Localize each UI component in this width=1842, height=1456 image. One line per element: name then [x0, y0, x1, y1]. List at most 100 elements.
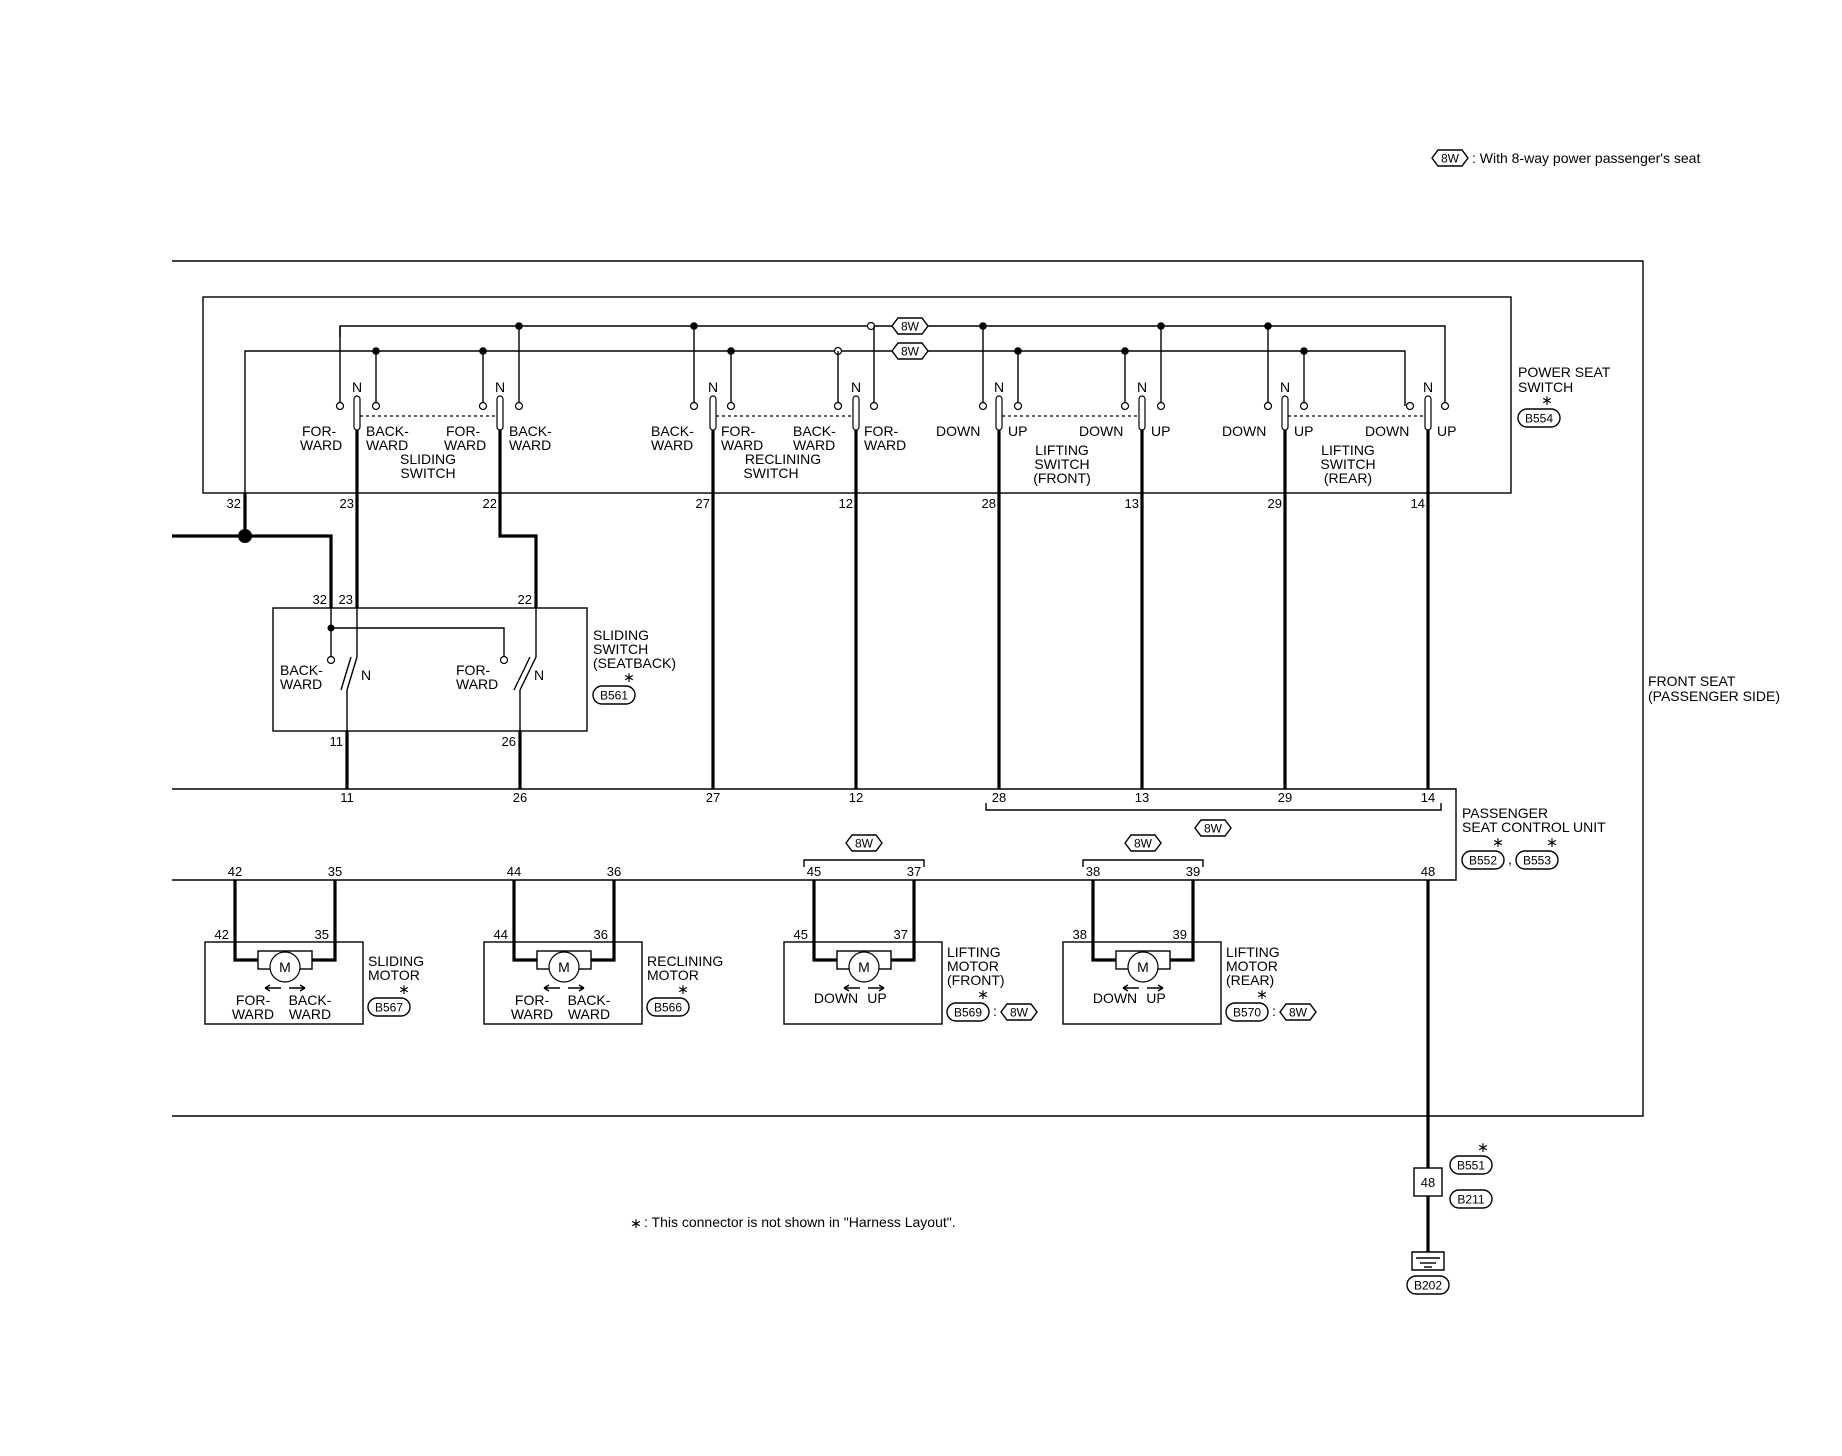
legend-tag: 8W	[1441, 152, 1460, 166]
connector-pill	[1461, 850, 1505, 870]
svg-text:SEAT CONTROL UNIT: SEAT CONTROL UNIT	[1462, 819, 1606, 835]
legend-text: : With 8-way power passenger's seat	[1472, 150, 1700, 166]
svg-text:8W: 8W	[1289, 1006, 1308, 1020]
bus-drops	[339, 326, 1305, 406]
8w-tag	[1431, 149, 1469, 167]
svg-text:27: 27	[706, 790, 720, 805]
star-icon: ∗	[398, 981, 410, 997]
svg-text:SWITCH: SWITCH	[743, 465, 798, 481]
svg-text:23: 23	[340, 496, 354, 511]
svg-text:RECLINING: RECLINING	[647, 953, 723, 969]
cu-bottom-pins: 42 35 44 36 45 37 38 39 48	[228, 864, 1435, 879]
svg-text:N: N	[361, 667, 371, 683]
svg-text:45: 45	[807, 864, 821, 879]
seatback-switch: N N BACK- WARD FOR- WARD 32 23 22 11 26	[280, 592, 544, 749]
svg-text:WARD: WARD	[511, 1006, 553, 1022]
svg-text:29: 29	[1278, 790, 1292, 805]
svg-text:N: N	[1137, 379, 1147, 395]
svg-text:B211: B211	[1457, 1193, 1484, 1207]
sliding-motor: M FOR- WARD BACK- WARD 42 35 SLIDING MOT…	[204, 927, 424, 1025]
bus-line-lower	[244, 350, 1406, 493]
svg-text:8W: 8W	[901, 345, 920, 359]
svg-text:MOTOR: MOTOR	[647, 967, 699, 983]
svg-text:B561: B561	[600, 689, 628, 703]
sliding-switch-label: SLIDING SWITCH	[400, 451, 456, 481]
star-icon: ∗	[1256, 986, 1268, 1002]
svg-text:FOR-: FOR-	[515, 992, 550, 1008]
svg-text:WARD: WARD	[232, 1006, 274, 1022]
svg-text:39: 39	[1173, 927, 1187, 942]
svg-text:MOTOR: MOTOR	[947, 958, 999, 974]
svg-text:B553: B553	[1523, 854, 1551, 868]
svg-text:UP: UP	[1146, 990, 1165, 1006]
svg-text:35: 35	[315, 927, 329, 942]
svg-text:B569: B569	[954, 1006, 982, 1020]
svg-text:44: 44	[494, 927, 508, 942]
svg-text:LIFTING: LIFTING	[1321, 442, 1375, 458]
reclining-motor: M FOR- WARD BACK- WARD 44 36 RECLINING M…	[483, 927, 723, 1025]
svg-text:SWITCH: SWITCH	[400, 465, 455, 481]
8w-tag	[1279, 1003, 1317, 1021]
connector-pill	[1449, 1189, 1493, 1209]
svg-text:MOTOR: MOTOR	[368, 967, 420, 983]
svg-text:SLIDING: SLIDING	[400, 451, 456, 467]
svg-text:(SEATBACK): (SEATBACK)	[593, 655, 676, 671]
svg-text:37: 37	[907, 864, 921, 879]
svg-text:WARD: WARD	[300, 437, 342, 453]
svg-text:N: N	[495, 379, 505, 395]
svg-text::: :	[1272, 1003, 1276, 1019]
lifting-rear-switch-label: LIFTING SWITCH (REAR)	[1320, 442, 1375, 486]
svg-text:N: N	[352, 379, 362, 395]
svg-text:13: 13	[1125, 496, 1139, 511]
svg-text:11: 11	[340, 790, 354, 805]
svg-text:UP: UP	[1151, 423, 1170, 439]
star-icon: ∗	[677, 981, 689, 997]
svg-text:BACK-: BACK-	[280, 662, 323, 678]
svg-text:8W: 8W	[901, 320, 920, 334]
svg-text:DOWN: DOWN	[1365, 423, 1409, 439]
svg-text:28: 28	[992, 790, 1006, 805]
svg-text:WARD: WARD	[289, 1006, 331, 1022]
svg-text:39: 39	[1186, 864, 1200, 879]
motor-wires	[233, 880, 1195, 962]
svg-text:WARD: WARD	[509, 437, 551, 453]
svg-text:12: 12	[849, 790, 863, 805]
svg-text:B552: B552	[1469, 854, 1497, 868]
svg-text:WARD: WARD	[651, 437, 693, 453]
connector-pill	[646, 997, 690, 1017]
star-icon: ∗	[1546, 834, 1558, 850]
svg-text:36: 36	[607, 864, 621, 879]
svg-text:WARD: WARD	[456, 676, 498, 692]
8w-tag-bus-upper: 8W	[891, 317, 929, 335]
svg-text:UP: UP	[1294, 423, 1313, 439]
8w-tag-lift-rear: 8W	[1124, 834, 1162, 852]
star-icon: ∗	[623, 669, 635, 685]
svg-text:BACK-: BACK-	[651, 423, 694, 439]
svg-text:WARD: WARD	[366, 437, 408, 453]
8w-bracket	[803, 859, 925, 867]
svg-text:8W: 8W	[1134, 837, 1153, 851]
svg-text:SWITCH: SWITCH	[1320, 456, 1375, 472]
svg-text:38: 38	[1073, 927, 1087, 942]
footnote: ∗ : This connector is not shown in "Harn…	[630, 1214, 955, 1231]
svg-text:N: N	[534, 667, 544, 683]
joint-connector: 48 ∗ B551 B211	[1413, 1139, 1493, 1209]
svg-text:FOR-: FOR-	[456, 662, 491, 678]
8w-tag	[1000, 1003, 1038, 1021]
star-icon: ∗	[1492, 834, 1504, 850]
power-seat-switch-label: POWER SEAT SWITCH ∗ B554	[1517, 364, 1611, 428]
seatback-switch-label: SLIDING SWITCH (SEATBACK) ∗ B561	[592, 627, 676, 705]
svg-text:DOWN: DOWN	[1079, 423, 1123, 439]
8w-bracket	[1082, 859, 1204, 867]
svg-text:8W: 8W	[1010, 1006, 1029, 1020]
lifting-motor-front: M DOWN UP 45 37 LIFTING MOTOR (FRONT) ∗ …	[783, 927, 1038, 1025]
svg-text:35: 35	[328, 864, 342, 879]
svg-text:B570: B570	[1233, 1006, 1261, 1020]
svg-text:UP: UP	[867, 990, 886, 1006]
pss-pin-labels: 32 23 22 27 12 28 13 29 14	[227, 496, 1425, 511]
8w-tag-bus-lower: 8W	[891, 342, 929, 360]
connector-pill	[1225, 1002, 1269, 1022]
cu-top-pins: 11 26 27 12 28 13 29 14	[340, 790, 1435, 805]
ground-icon: B202	[1406, 1251, 1450, 1295]
front-seat-frame	[172, 260, 1644, 1117]
